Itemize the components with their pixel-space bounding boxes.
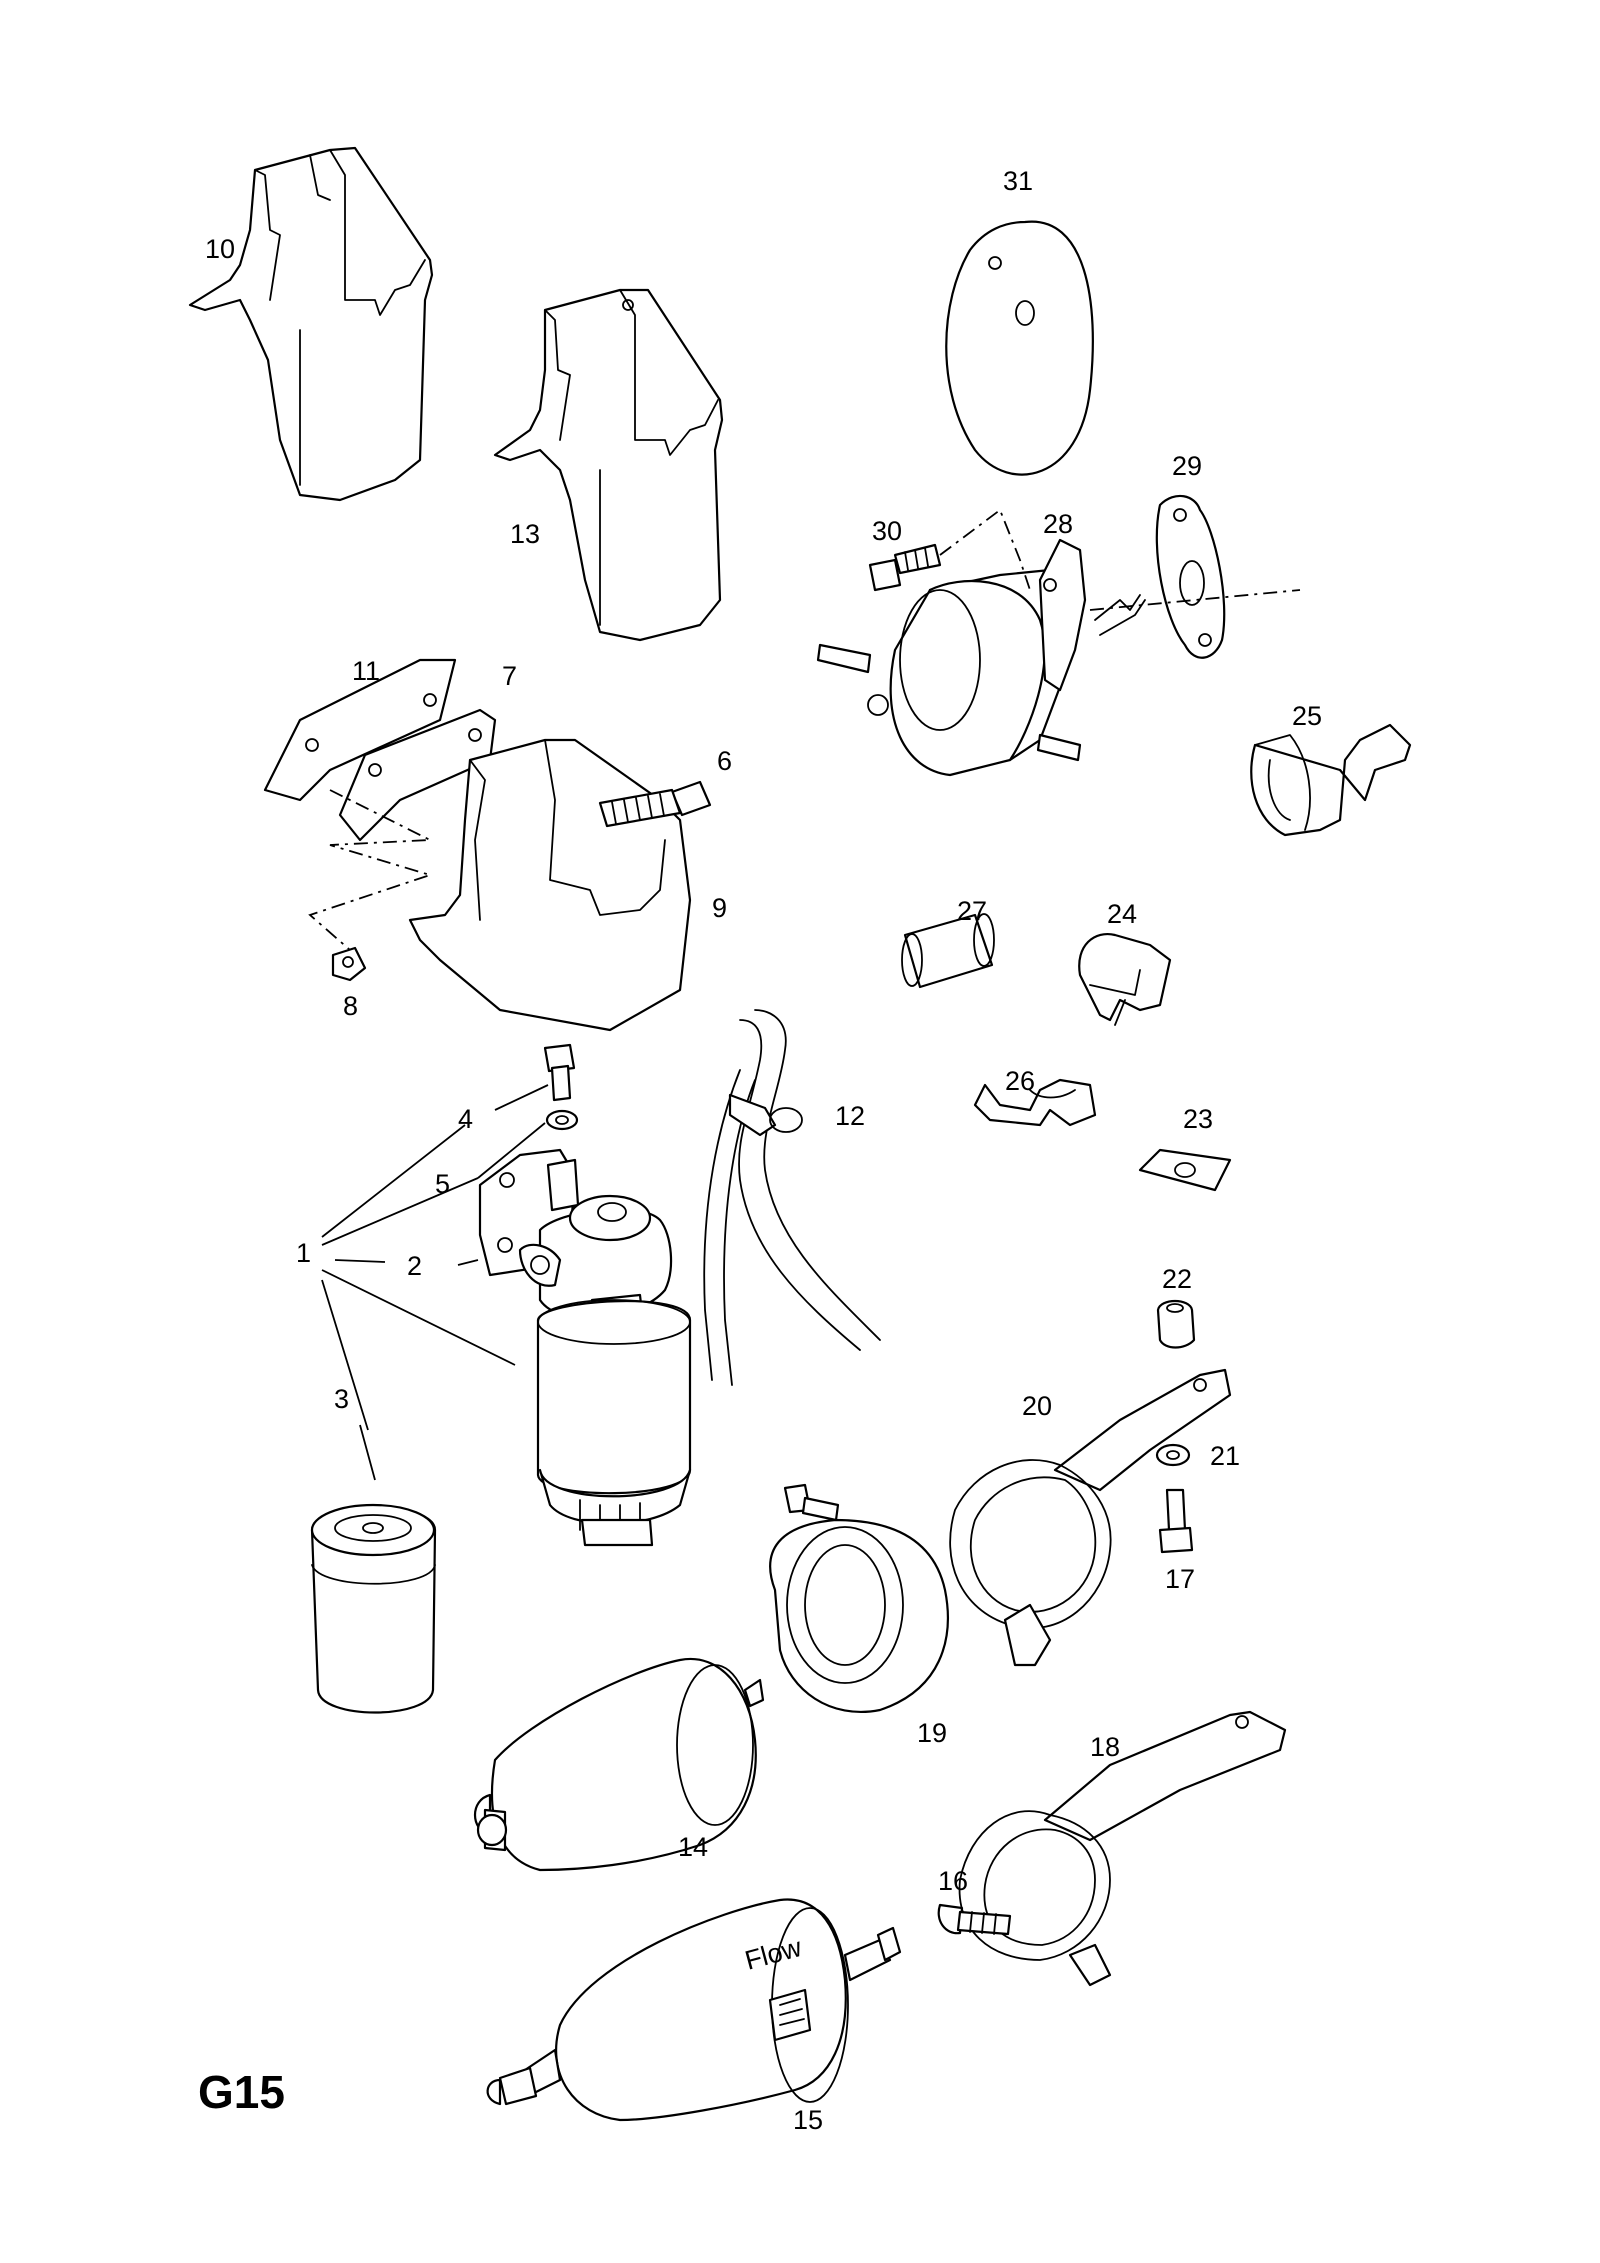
callout-12: 12	[835, 1101, 865, 1131]
part-20-strap-clamp	[949, 1368, 1232, 1667]
part-28-pump	[816, 538, 1146, 777]
part-12-hose	[703, 1009, 881, 1386]
callout-11: 11	[352, 656, 380, 686]
part-2-filter-housing	[478, 1148, 673, 1347]
callout-3: 3	[334, 1384, 349, 1414]
assembly-line-pump	[939, 508, 1301, 611]
part-21-washer	[1155, 1443, 1191, 1467]
part-7-plate	[338, 708, 497, 842]
callout-24: 24	[1107, 899, 1137, 929]
part-10-shield	[188, 146, 434, 502]
part-15-fuel-filter: Flow	[486, 1898, 902, 2122]
callout-10: 10	[205, 234, 235, 264]
part-16-screw	[937, 1903, 1012, 1936]
callout-8: 8	[343, 991, 358, 1021]
part-1-filter-bowl	[536, 1299, 692, 1547]
part-27-sleeve	[901, 913, 995, 989]
callout-18: 18	[1090, 1732, 1120, 1762]
callout-17: 17	[1165, 1564, 1195, 1594]
leader-lines-1	[321, 1124, 516, 1481]
callout-9: 9	[712, 893, 727, 923]
callout-6: 6	[717, 746, 732, 776]
part-19-ring	[769, 1518, 949, 1713]
part-23-springnut	[1138, 1148, 1232, 1192]
callout-25: 25	[1292, 701, 1322, 731]
part-24-clip	[1078, 932, 1172, 1026]
assembly-line-bracket	[308, 789, 434, 951]
callout-21: 21	[1210, 1441, 1240, 1471]
callout-29: 29	[1172, 451, 1202, 481]
part-25-clamp	[1250, 723, 1412, 837]
callout-31: 31	[1003, 166, 1033, 196]
diagram-code: G15	[198, 2066, 285, 2118]
callout-23: 23	[1183, 1104, 1213, 1134]
part-26-clip	[973, 1078, 1097, 1127]
callout-22: 22	[1162, 1264, 1192, 1294]
callout-15: 15	[793, 2105, 823, 2135]
callout-27: 27	[957, 896, 987, 926]
part-14-fuel-filter	[474, 1657, 765, 1872]
callout-20: 20	[1022, 1391, 1052, 1421]
callout-16: 16	[938, 1866, 968, 1896]
callout-19: 19	[917, 1718, 947, 1748]
part-22-spacer	[1156, 1299, 1196, 1349]
part-8-nut	[331, 946, 367, 982]
part-21-washer-hole	[1166, 1450, 1180, 1460]
leader-lines-4-5	[477, 1084, 549, 1179]
callout-13: 13	[510, 519, 540, 549]
callout-7: 7	[502, 661, 517, 691]
part-17-bolt	[1158, 1488, 1194, 1554]
part-30-bolt	[868, 543, 942, 592]
part-29-gasket	[1155, 494, 1226, 659]
callout-2: 2	[407, 1251, 422, 1281]
part-6-bolt	[598, 780, 712, 828]
part-18-strap-clamp	[958, 1710, 1287, 1987]
part-31-cover	[945, 220, 1094, 476]
callout-28: 28	[1043, 509, 1073, 539]
callout-14: 14	[678, 1832, 708, 1862]
callout-1: 1	[296, 1238, 311, 1268]
callout-26: 26	[1005, 1066, 1035, 1096]
part-3-filter-element	[310, 1503, 437, 1714]
part-4-bolt	[543, 1043, 576, 1102]
part-13-shield	[493, 288, 724, 642]
part-9-shield	[408, 738, 692, 1032]
part-5-washer-hole	[555, 1115, 569, 1125]
part-bolt-small	[783, 1483, 840, 1522]
callout-30: 30	[872, 516, 902, 546]
part-5-washer	[545, 1109, 579, 1131]
part-11-plate	[263, 658, 457, 802]
callout-5: 5	[435, 1169, 450, 1199]
